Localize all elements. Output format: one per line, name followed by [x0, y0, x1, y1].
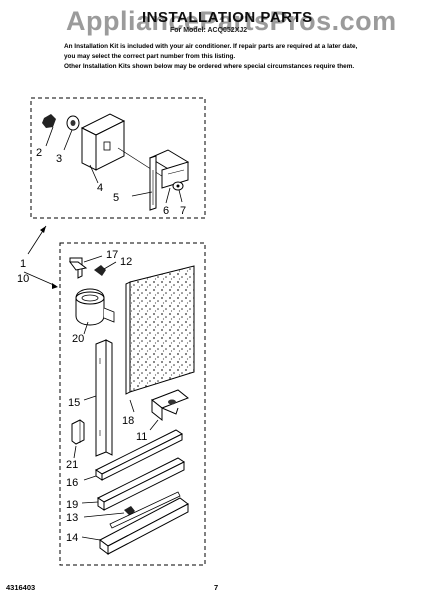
part-3-washer	[63, 115, 80, 151]
callout-15: 15	[68, 397, 80, 409]
watermark: AppliancePartsPros.com	[66, 6, 397, 36]
callout-16: 16	[66, 477, 78, 489]
page-title: INSTALLATION PARTS	[142, 9, 313, 26]
part-16-horizontal-bar	[83, 429, 183, 481]
part-20-tape-roll	[75, 288, 115, 335]
part-12-screw	[94, 261, 117, 276]
intro-line-2: Other Installation Kits shown below may …	[64, 63, 355, 70]
model-subtitle: For Model: ACQ052XJ2	[170, 27, 248, 34]
callout-6: 6	[163, 205, 169, 217]
callout-19: 19	[66, 499, 78, 511]
callout-3: 3	[56, 153, 62, 165]
group-box-kit-1	[30, 97, 206, 219]
callout-11: 11	[136, 431, 147, 443]
callout-4: 4	[97, 182, 103, 194]
callout-10: 10	[17, 273, 29, 285]
part-15-vertical-bar	[83, 339, 113, 457]
callout-14: 14	[66, 532, 78, 544]
part-5-6-bracket	[131, 149, 190, 211]
callout-7: 7	[180, 205, 186, 217]
callout-5: 5	[113, 192, 119, 204]
callout-20: 20	[72, 333, 84, 345]
part-7-clip	[172, 181, 184, 203]
callout-17: 17	[106, 249, 118, 261]
leader-group-10	[23, 271, 57, 287]
callout-18: 18	[122, 415, 134, 427]
part-17-bracket	[69, 255, 103, 279]
part-2-screw	[42, 114, 56, 147]
part-19-horizontal-bar	[81, 457, 185, 511]
page-number: 7	[214, 583, 219, 592]
intro-line-1: An Installation Kit is included with you…	[64, 43, 358, 60]
part-18-foam-panel	[125, 265, 195, 413]
intro-text: An Installation Kit is included with you…	[64, 42, 364, 73]
part-11-bracket	[149, 389, 189, 431]
part-21-small-block	[71, 419, 85, 459]
part-4-block	[80, 113, 169, 184]
callout-1: 1	[20, 258, 26, 270]
callout-21: 21	[66, 459, 78, 471]
part-14-sill-bracket	[81, 491, 189, 555]
group-box-kit-10	[59, 242, 206, 566]
document-part-number: 4316403	[6, 583, 36, 592]
callout-2: 2	[36, 147, 42, 159]
callout-12: 12	[120, 256, 132, 268]
callout-13: 13	[66, 512, 78, 524]
